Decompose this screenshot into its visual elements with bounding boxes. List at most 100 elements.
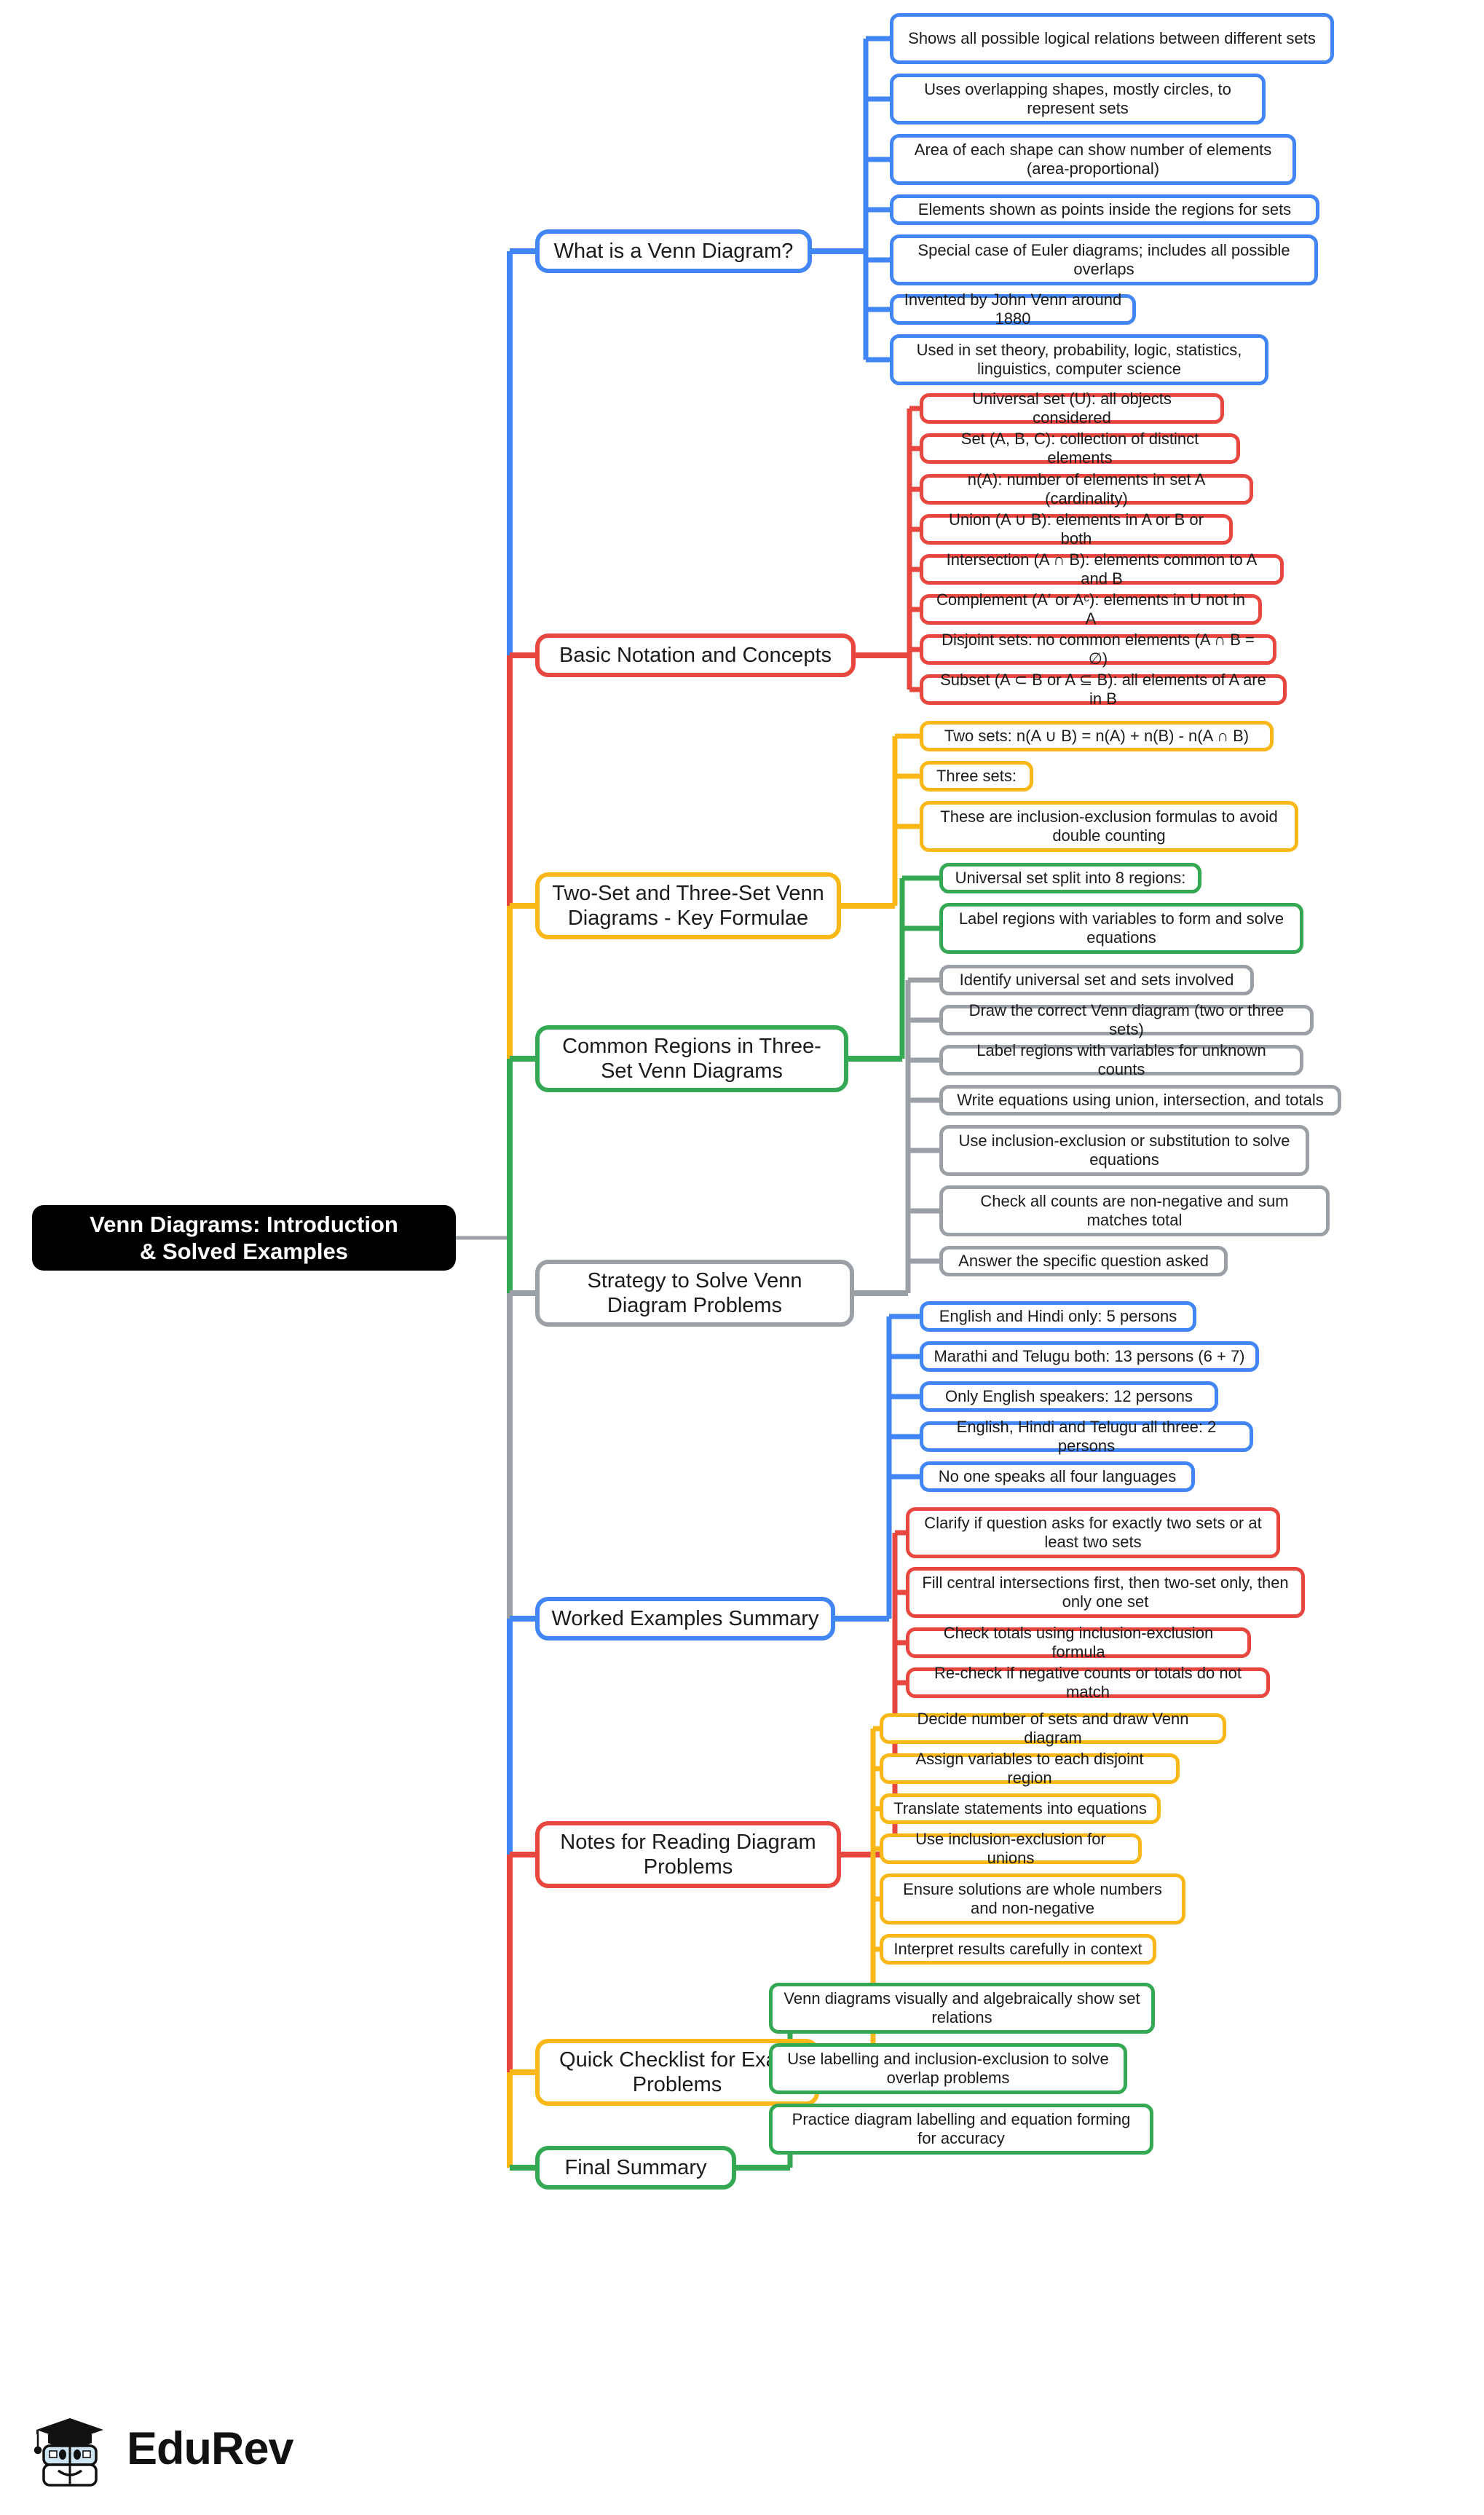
root-node[interactable]: Venn Diagrams: Introduction& Solved Exam…: [32, 1205, 456, 1271]
leaf-node[interactable]: Two sets: n(A ∪ B) = n(A) + n(B) - n(A ∩…: [920, 721, 1274, 751]
topic-node-notes-for-reading-diagram-problems[interactable]: Notes for Reading Diagram Problems: [535, 1821, 841, 1888]
leaf-node[interactable]: Use labelling and inclusion-exclusion to…: [769, 2043, 1127, 2094]
topic-node-what-is-a-venn-diagram[interactable]: What is a Venn Diagram?: [535, 229, 812, 273]
leaf-node-label: Two sets: n(A ∪ B) = n(A) + n(B) - n(A ∩…: [944, 727, 1250, 746]
leaf-node[interactable]: Answer the specific question asked: [939, 1246, 1228, 1276]
leaf-node[interactable]: Three sets:: [920, 761, 1033, 791]
leaf-node[interactable]: Subset (A ⊂ B or A ⊆ B): all elements of…: [920, 671, 1287, 708]
leaf-node-label: Answer the specific question asked: [958, 1252, 1209, 1271]
topic-node-final-summary[interactable]: Final Summary: [535, 2146, 736, 2190]
leaf-node-label: English, Hindi and Telugu all three: 2 p…: [956, 1418, 1217, 1455]
leaf-node-label: Uses overlapping shapes, mostly circles,…: [924, 80, 1231, 117]
leaf-node-label: Label regions with variables for unknown…: [976, 1041, 1266, 1078]
leaf-node[interactable]: Set (A, B, C): collection of distinct el…: [920, 430, 1240, 467]
leaf-node[interactable]: These are inclusion-exclusion formulas t…: [920, 801, 1298, 852]
edurev-logo[interactable]: EduRev: [26, 2394, 317, 2503]
leaf-node[interactable]: Ensure solutions are whole numbers and n…: [880, 1874, 1185, 1924]
leaf-node-label: Clarify if question asks for exactly two…: [924, 1514, 1262, 1551]
topic-node-label: Two-Set and Three-Set Venn Diagrams - Ke…: [552, 881, 824, 930]
leaf-node[interactable]: English and Hindi only: 5 persons: [920, 1301, 1196, 1332]
leaf-node[interactable]: Label regions with variables for unknown…: [939, 1041, 1303, 1078]
leaf-node-label: Special case of Euler diagrams; includes…: [917, 241, 1290, 278]
leaf-node-label: These are inclusion-exclusion formulas t…: [940, 808, 1278, 845]
leaf-node[interactable]: Universal set (U): all objects considere…: [920, 390, 1224, 427]
leaf-node[interactable]: Used in set theory, probability, logic, …: [890, 334, 1268, 385]
edurev-logo-text: EduRev: [127, 2423, 294, 2474]
leaf-node-label: Shows all possible logical relations bet…: [908, 29, 1316, 48]
leaf-node-label: Check totals using inclusion-exclusion f…: [943, 1624, 1214, 1661]
root-node-label: Venn Diagrams: Introduction& Solved Exam…: [90, 1211, 398, 1264]
leaf-node-label: Venn diagrams visually and algebraically…: [784, 1989, 1140, 2026]
leaf-node[interactable]: Only English speakers: 12 persons: [920, 1381, 1218, 1412]
leaf-node[interactable]: Assign variables to each disjoint region: [880, 1750, 1180, 1787]
leaf-node[interactable]: Interpret results carefully in context: [880, 1934, 1156, 1965]
leaf-node[interactable]: Union (A ∪ B): elements in A or B or bot…: [920, 510, 1233, 548]
leaf-node-label: Identify universal set and sets involved: [959, 971, 1234, 990]
leaf-node[interactable]: English, Hindi and Telugu all three: 2 p…: [920, 1418, 1253, 1455]
topic-node-label: Worked Examples Summary: [551, 1606, 819, 1630]
leaf-node-label: Elements shown as points inside the regi…: [917, 200, 1292, 219]
leaf-node-label: Complement (A′ or Aᶜ): elements in U not…: [936, 591, 1245, 628]
leaf-node-label: English and Hindi only: 5 persons: [939, 1307, 1177, 1326]
leaf-node-label: Practice diagram labelling and equation …: [792, 2110, 1131, 2147]
leaf-node[interactable]: Identify universal set and sets involved: [939, 965, 1254, 995]
topic-node-label: Notes for Reading Diagram Problems: [560, 1830, 816, 1879]
leaf-node-label: Universal set split into 8 regions:: [955, 869, 1186, 888]
leaf-node[interactable]: Disjoint sets: no common elements (A ∩ B…: [920, 631, 1276, 668]
leaf-node[interactable]: Venn diagrams visually and algebraically…: [769, 1983, 1155, 2034]
leaf-node[interactable]: Check totals using inclusion-exclusion f…: [906, 1624, 1251, 1661]
topic-node-worked-examples-summary[interactable]: Worked Examples Summary: [535, 1597, 835, 1641]
leaf-node[interactable]: Clarify if question asks for exactly two…: [906, 1507, 1280, 1558]
leaf-node-label: Subset (A ⊂ B or A ⊆ B): all elements of…: [940, 671, 1266, 708]
topic-node-label: What is a Venn Diagram?: [553, 239, 794, 263]
leaf-node[interactable]: Fill central intersections first, then t…: [906, 1567, 1305, 1618]
leaf-node[interactable]: Area of each shape can show number of el…: [890, 134, 1296, 185]
leaf-node-label: Ensure solutions are whole numbers and n…: [903, 1880, 1162, 1917]
topic-node-label: Strategy to Solve Venn Diagram Problems: [587, 1268, 802, 1317]
topic-node-two-set-and-three-set-venn-diagrams-key-formulae[interactable]: Two-Set and Three-Set Venn Diagrams - Ke…: [535, 872, 841, 939]
leaf-node[interactable]: Shows all possible logical relations bet…: [890, 13, 1334, 64]
leaf-node[interactable]: Intersection (A ∩ B): elements common to…: [920, 550, 1284, 588]
leaf-node[interactable]: Label regions with variables to form and…: [939, 903, 1303, 954]
topic-node-label: Final Summary: [564, 2155, 707, 2179]
leaf-node[interactable]: Use inclusion-exclusion for unions: [880, 1830, 1142, 1867]
topic-node-common-regions-in-three-set-venn-diagrams[interactable]: Common Regions in Three-Set Venn Diagram…: [535, 1025, 848, 1092]
leaf-node[interactable]: n(A): number of elements in set A (cardi…: [920, 470, 1253, 508]
leaf-node[interactable]: Draw the correct Venn diagram (two or th…: [939, 1001, 1314, 1038]
leaf-node-label: Used in set theory, probability, logic, …: [916, 341, 1242, 378]
leaf-node-label: Invented by John Venn around 1880: [904, 291, 1122, 328]
leaf-node[interactable]: No one speaks all four languages: [920, 1461, 1195, 1492]
leaf-node-label: n(A): number of elements in set A (cardi…: [967, 470, 1206, 508]
leaf-node-label: Check all counts are non-negative and su…: [980, 1192, 1289, 1229]
leaf-node-label: Label regions with variables to form and…: [958, 909, 1284, 947]
leaf-node-label: Only English speakers: 12 persons: [945, 1387, 1193, 1406]
leaf-node[interactable]: Elements shown as points inside the regi…: [890, 194, 1319, 225]
leaf-node-label: Area of each shape can show number of el…: [914, 141, 1272, 178]
leaf-node-label: Three sets:: [936, 767, 1017, 786]
leaf-node[interactable]: Check all counts are non-negative and su…: [939, 1185, 1330, 1236]
leaf-node[interactable]: Use inclusion-exclusion or substitution …: [939, 1125, 1309, 1176]
leaf-node-label: Decide number of sets and draw Venn diag…: [917, 1710, 1189, 1747]
leaf-node[interactable]: Practice diagram labelling and equation …: [769, 2104, 1153, 2155]
graduation-cap-book-mascot-icon: [33, 2418, 103, 2487]
leaf-node[interactable]: Translate statements into equations: [880, 1793, 1161, 1824]
leaf-node[interactable]: Special case of Euler diagrams; includes…: [890, 234, 1318, 285]
leaf-node[interactable]: Re-check if negative counts or totals do…: [906, 1664, 1270, 1701]
leaf-node[interactable]: Uses overlapping shapes, mostly circles,…: [890, 74, 1266, 125]
leaf-node-label: Union (A ∪ B): elements in A or B or bot…: [949, 510, 1204, 548]
topic-node-basic-notation-and-concepts[interactable]: Basic Notation and Concepts: [535, 633, 856, 677]
leaf-node-label: Universal set (U): all objects considere…: [972, 390, 1172, 427]
leaf-node[interactable]: Decide number of sets and draw Venn diag…: [880, 1710, 1226, 1747]
leaf-node[interactable]: Complement (A′ or Aᶜ): elements in U not…: [920, 591, 1262, 628]
leaf-node[interactable]: Universal set split into 8 regions:: [939, 863, 1201, 893]
leaf-node-label: Draw the correct Venn diagram (two or th…: [968, 1001, 1284, 1038]
leaf-node[interactable]: Write equations using union, intersectio…: [939, 1085, 1341, 1116]
leaf-node-label: Interpret results carefully in context: [893, 1940, 1142, 1959]
leaf-node[interactable]: Marathi and Telugu both: 13 persons (6 +…: [920, 1341, 1259, 1372]
topic-node-strategy-to-solve-venn-diagram-problems[interactable]: Strategy to Solve Venn Diagram Problems: [535, 1260, 854, 1327]
leaf-node[interactable]: Invented by John Venn around 1880: [890, 291, 1136, 328]
leaf-node-label: Assign variables to each disjoint region: [915, 1750, 1144, 1787]
topic-node-label: Common Regions in Three-Set Venn Diagram…: [562, 1034, 821, 1083]
topic-node-quick-checklist-for-exam-problems[interactable]: Quick Checklist for Exam Problems: [535, 2039, 819, 2106]
